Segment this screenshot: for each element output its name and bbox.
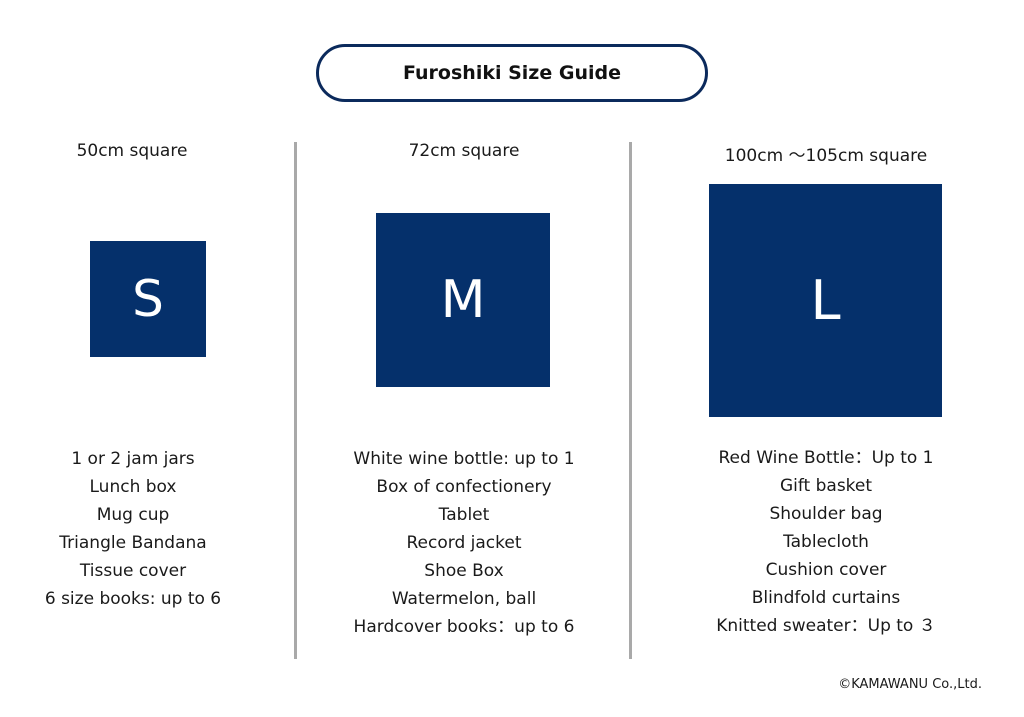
- list-item: White wine bottle: up to 1: [353, 449, 575, 469]
- list-item: Cushion cover: [765, 560, 887, 580]
- list-item: Watermelon, ball: [391, 589, 537, 609]
- list-item: Blindfold curtains: [751, 588, 901, 608]
- item-list-s: 1 or 2 jam jars Lunch box Mug cup Triang…: [0, 445, 281, 613]
- list-item: Tablet: [438, 505, 490, 525]
- item-list-m: White wine bottle: up to 1 Box of confec…: [305, 445, 623, 641]
- list-item: Lunch box: [89, 477, 177, 497]
- column-divider: [294, 142, 297, 659]
- list-item: Knitted sweater：Up to ３: [716, 616, 936, 636]
- item-list-l: Red Wine Bottle：Up to 1 Gift basket Shou…: [641, 444, 1011, 640]
- size-label-m: 72cm square: [408, 141, 520, 161]
- list-item: 1 or 2 jam jars: [71, 449, 195, 469]
- size-letter-m: M: [440, 270, 486, 330]
- size-square-m: M: [376, 213, 550, 387]
- copyright-notice: ©KAMAWANU Co.,Ltd.: [838, 677, 982, 692]
- size-label-s: 50cm square: [76, 141, 188, 161]
- list-item: Box of confectionery: [376, 477, 552, 497]
- size-square-l: L: [709, 184, 942, 417]
- size-square-s: S: [90, 241, 206, 357]
- list-item: Gift basket: [779, 476, 873, 496]
- list-item: Shoe Box: [424, 561, 504, 581]
- list-item: Tablecloth: [783, 532, 869, 552]
- size-letter-s: S: [132, 270, 164, 328]
- list-item: Red Wine Bottle：Up to 1: [718, 448, 934, 468]
- size-column-s: 50cm square S 1 or 2 jam jars Lunch box …: [0, 0, 296, 717]
- list-item: Mug cup: [96, 505, 170, 525]
- list-item: 6 size books: up to 6: [44, 589, 222, 609]
- list-item: Tissue cover: [79, 561, 187, 581]
- list-item: Hardcover books：up to 6: [353, 617, 575, 637]
- list-item: Shoulder bag: [769, 504, 883, 524]
- list-item: Triangle Bandana: [59, 533, 207, 553]
- size-column-m: 72cm square M White wine bottle: up to 1…: [297, 0, 630, 717]
- page-title: Furoshiki Size Guide: [316, 44, 708, 102]
- size-column-l: 100cm ～105cm square L Red Wine Bottle：Up…: [631, 0, 1024, 717]
- column-divider: [629, 142, 632, 659]
- size-letter-l: L: [810, 268, 841, 332]
- size-label-l: 100cm ～105cm square: [724, 146, 928, 166]
- list-item: Record jacket: [406, 533, 522, 553]
